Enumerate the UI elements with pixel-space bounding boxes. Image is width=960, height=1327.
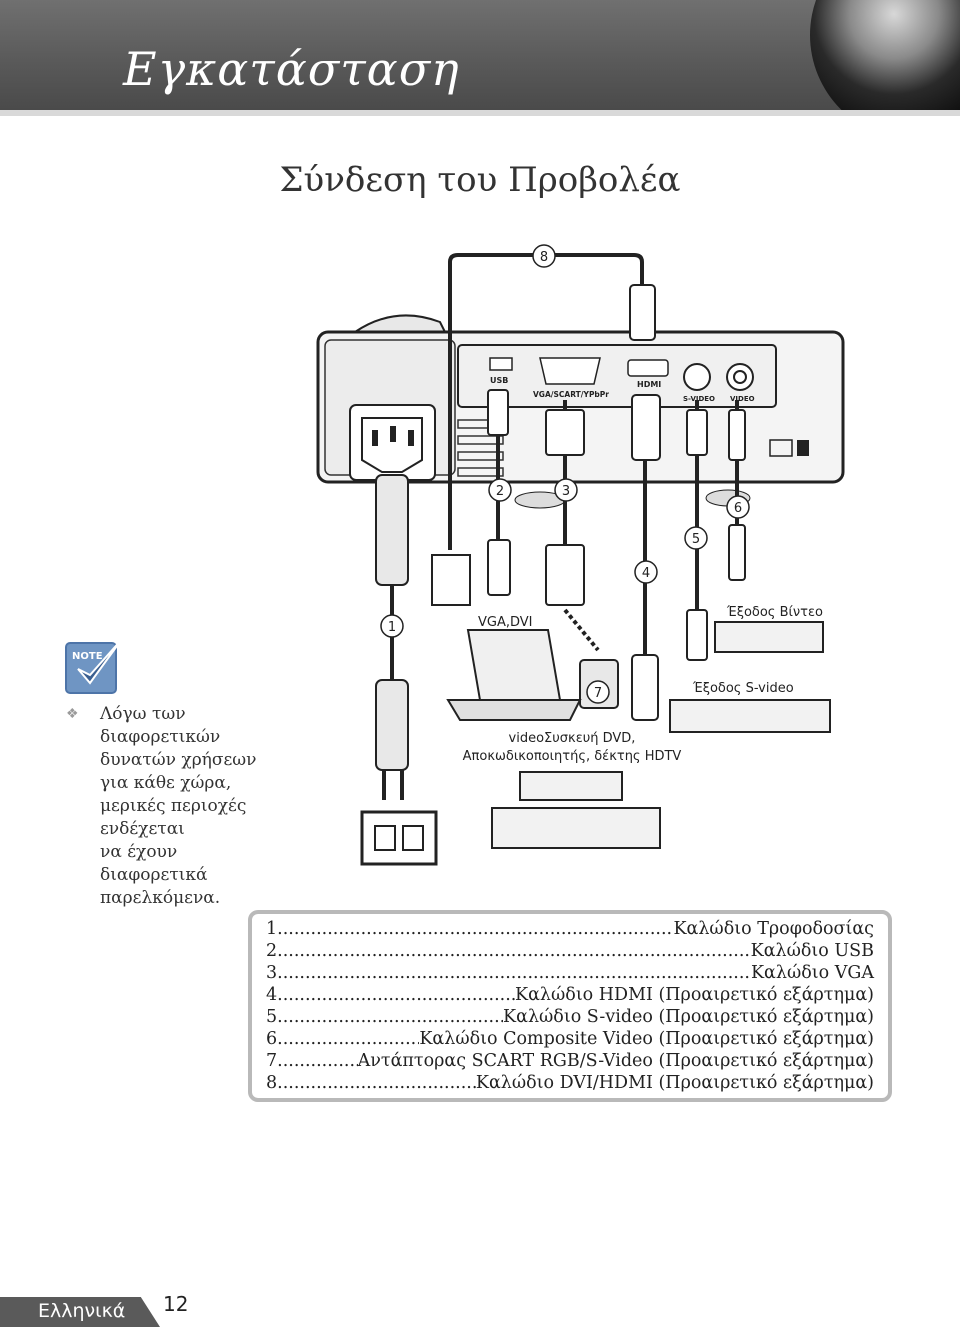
header-divider — [0, 110, 960, 116]
legend-dot-leader: ........................................… — [277, 919, 673, 939]
legend-number: 7 — [266, 1051, 278, 1071]
section-title: Σύνδεση του Προβολέα — [279, 160, 681, 200]
dvd-label-line1: videoΣυσκευή DVD, — [509, 731, 636, 746]
note-line: παρελκόμενα. — [100, 888, 221, 908]
legend-row: 7.......................................… — [266, 1050, 874, 1072]
callout-8: 8 — [532, 244, 556, 268]
legend-number: 3 — [266, 963, 278, 983]
callout-number: 5 — [692, 532, 700, 547]
vga-port-label: VGA/SCART/YPbPr — [533, 390, 609, 399]
callout-number: 6 — [734, 501, 742, 516]
callout-number: 8 — [540, 250, 548, 265]
diamond-bullet-icon: ❖ — [66, 706, 79, 722]
note-line: να έχουν — [100, 842, 178, 862]
note-text: ❖ Λόγω των διαφορετικών δυνατών χρήσεων για… — [66, 703, 266, 910]
connectors — [375, 284, 746, 800]
legend-text: Αντάπτορας SCART RGB/S-Video (Προαιρετικ… — [357, 1051, 874, 1071]
legend-row: 3.......................................… — [266, 962, 874, 984]
note-lines: Λόγω των διαφορετικών δυνατών χρήσεων για κ… — [100, 703, 266, 910]
callout-number: 7 — [594, 686, 602, 701]
legend-row: 1.......................................… — [266, 918, 874, 940]
note-icon: NOTE — [65, 638, 123, 694]
hdmi-port-label: HDMI — [637, 380, 661, 389]
laptop — [446, 629, 582, 721]
note-line: για κάθε χώρα, — [100, 773, 232, 793]
legend-text: Καλώδιο VGA — [750, 963, 874, 983]
note-line: διαφορετικά — [100, 865, 208, 885]
legend-row: 6.......................................… — [266, 1028, 874, 1050]
note-line: Λόγω των — [100, 704, 186, 724]
language-label: Ελληνικά — [38, 1300, 126, 1322]
legend-number: 5 — [266, 1007, 278, 1027]
dvd-label-line2: Αποκωδικοποιητής, δέκτης HDTV — [463, 749, 682, 764]
callout-2: 2 — [488, 478, 512, 502]
legend-dot-leader: ........................................… — [277, 1007, 503, 1027]
note-line: μερικές περιοχές — [100, 796, 247, 816]
video-port-label: VIDEO — [730, 395, 755, 403]
av-devices — [491, 621, 831, 849]
video-out-label: Έξοδος Βίντεο — [726, 605, 823, 620]
legend-dot-leader: ........................................… — [277, 985, 516, 1005]
page-footer: Ελληνικά 12 — [0, 1288, 200, 1327]
lens-graphic — [810, 0, 960, 110]
usb-port-label: USB — [490, 376, 508, 385]
note-line: δυνατών χρήσεων — [100, 750, 257, 770]
note-line: διαφορετικών — [100, 727, 221, 747]
legend-dot-leader: ........................................… — [277, 1051, 357, 1071]
legend-text: Καλώδιο Composite Video (Προαιρετικό εξά… — [419, 1029, 874, 1049]
connection-diagram: USB VGA/SCART/YPbPr HDMI S-VIDEO VIDEO — [316, 244, 845, 866]
legend-dot-leader: ........................................… — [277, 1029, 419, 1049]
legend-number: 6 — [266, 1029, 278, 1049]
callout-1: 1 — [380, 614, 404, 638]
legend-text: Καλώδιο HDMI (Προαιρετικό εξάρτημα) — [515, 985, 874, 1005]
legend-number: 2 — [266, 941, 278, 961]
legend-dot-leader: ........................................… — [277, 1073, 476, 1093]
legend-row: 4.......................................… — [266, 984, 874, 1006]
vga-dvi-label: VGA,DVI — [478, 615, 533, 630]
svideo-out-label: Έξοδος S-video — [692, 681, 794, 696]
legend-row: 8.......................................… — [266, 1072, 874, 1094]
note-badge-label: NOTE — [72, 651, 103, 662]
callout-7: 7 — [586, 680, 610, 704]
callout-3: 3 — [554, 478, 578, 502]
language-tab — [0, 1297, 160, 1327]
callout-4: 4 — [634, 560, 658, 584]
legend-row: 2.......................................… — [266, 940, 874, 962]
callout-6: 6 — [726, 495, 750, 519]
page-number: 12 — [163, 1292, 189, 1316]
legend-row: 5.......................................… — [266, 1006, 874, 1028]
callout-number: 1 — [388, 620, 396, 635]
cable-legend: 1.......................................… — [248, 910, 892, 1102]
callouts: 1 2 3 4 5 6 7 8 — [380, 244, 750, 704]
legend-number: 8 — [266, 1073, 278, 1093]
legend-text: Καλώδιο Τροφοδοσίας — [673, 919, 874, 939]
legend-dot-leader: ........................................… — [277, 963, 751, 983]
callout-number: 2 — [496, 484, 504, 499]
legend-dot-leader: ........................................… — [277, 941, 751, 961]
legend-number: 1 — [266, 919, 278, 939]
legend-text: Καλώδιο USB — [750, 941, 874, 961]
callout-5: 5 — [684, 526, 708, 550]
note-line: ενδέχεται — [100, 819, 185, 839]
port-panel: USB VGA/SCART/YPbPr HDMI S-VIDEO VIDEO — [489, 357, 755, 403]
page-header: Εγκατάσταση — [0, 0, 960, 110]
svideo-port-label: S-VIDEO — [683, 395, 715, 403]
legend-text: Καλώδιο DVI/HDMI (Προαιρετικό εξάρτημα) — [475, 1073, 874, 1093]
wall-outlet — [360, 810, 438, 866]
callout-number: 3 — [562, 484, 570, 499]
callout-number: 4 — [642, 566, 650, 581]
page-title: Εγκατάσταση — [123, 42, 460, 96]
legend-text: Καλώδιο S-video (Προαιρετικό εξάρτημα) — [503, 1007, 874, 1027]
legend-number: 4 — [266, 985, 278, 1005]
